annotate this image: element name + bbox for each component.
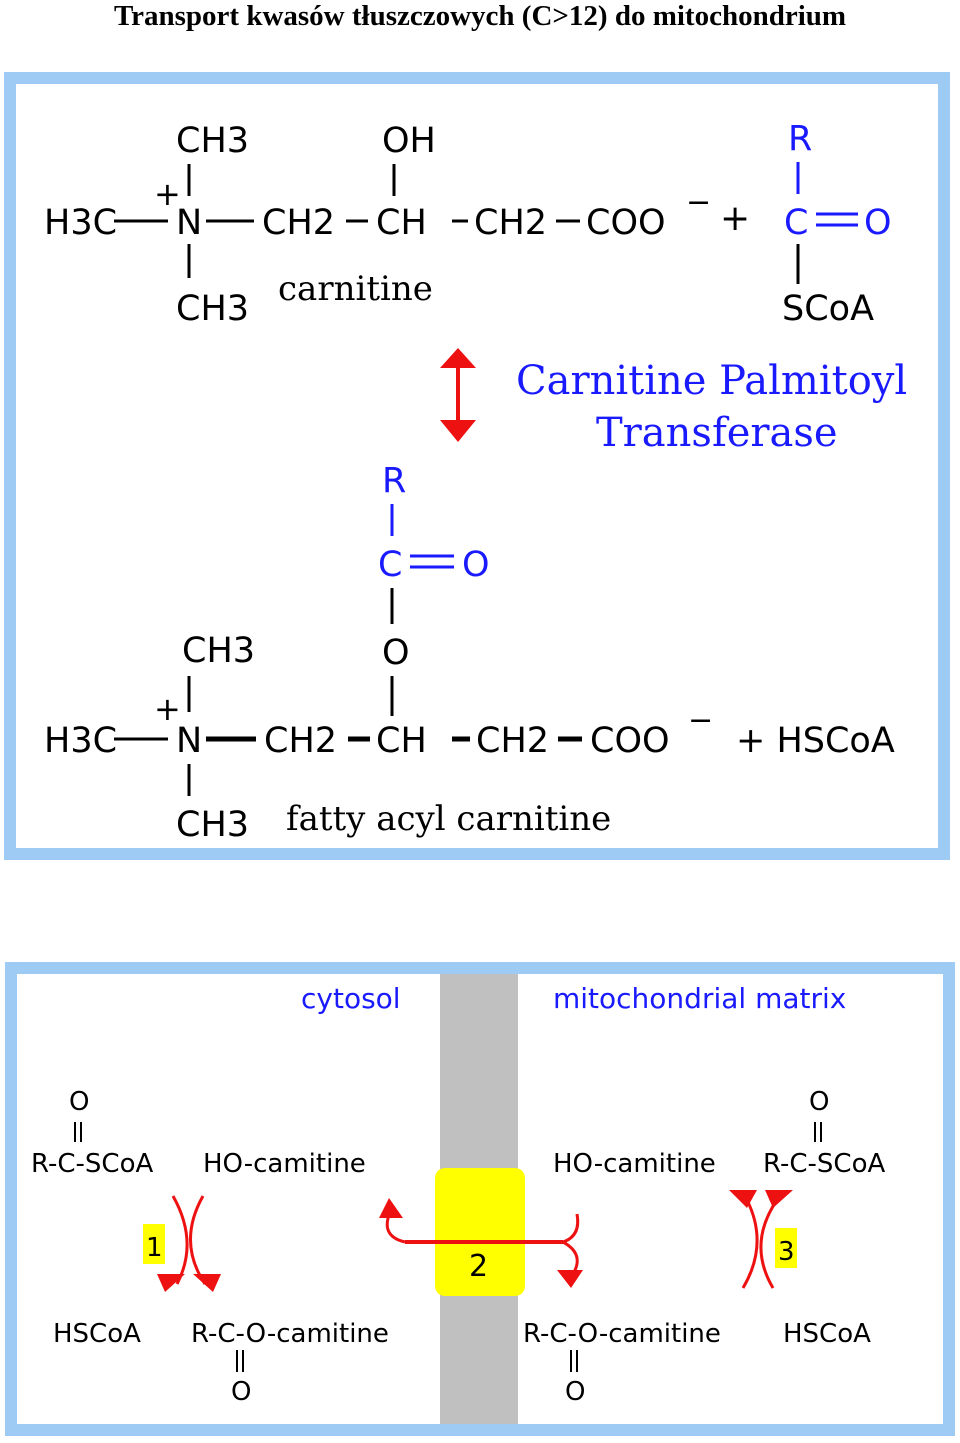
acyl-carnitine-o-double: O <box>462 545 490 585</box>
left-acyl-carnitine: R-C-O-camitine <box>191 1319 389 1349</box>
left-hscoa: HSCoA <box>53 1319 141 1349</box>
left-ho-carnitine: HO-camitine <box>203 1149 366 1179</box>
acyl-carnitine-plus: + <box>154 690 181 728</box>
acyl-coa-scoa: SCoA <box>782 289 874 329</box>
acyl-carnitine-coo: COO <box>590 721 670 761</box>
transport-panel: 2 cytosol mitochondrial matrix O R-C-SCo… <box>5 962 955 1436</box>
step-3-reaction-arrows <box>741 1199 779 1289</box>
left-acyl-coa: R-C-SCoA <box>31 1149 153 1179</box>
acyl-carnitine-o-ester: O <box>382 633 410 673</box>
right-acyl-carnitine: R-C-O-camitine <box>523 1319 721 1349</box>
acyl-carnitine-ch2-b: CH2 <box>476 721 549 761</box>
step-1-badge <box>143 1224 165 1264</box>
plus-hscoa: + HSCoA <box>736 721 895 761</box>
acyl-carnitine-ch: CH <box>376 721 427 761</box>
transport-arrow <box>379 1198 583 1288</box>
reaction-plus: + <box>720 198 750 239</box>
reaction-panel: CH3 OH + H3C N CH2 CH CH2 COO − CH3 carn… <box>4 72 950 860</box>
right-ho-carnitine: HO-camitine <box>553 1149 716 1179</box>
double-headed-arrow-icon <box>440 348 476 442</box>
acyl-carnitine-r: R <box>382 461 406 501</box>
acyl-coa-o: O <box>864 203 892 243</box>
carnitine-coo: COO <box>586 203 666 243</box>
acyl-carnitine-c: C <box>378 545 402 585</box>
carnitine-n: N <box>176 203 202 243</box>
left-acyl-carnitine-o: O <box>231 1377 251 1407</box>
carnitine-plus: + <box>154 175 181 213</box>
right-acyl-coa: R-C-SCoA <box>763 1149 885 1179</box>
step-1-reaction-arrows <box>171 1195 207 1285</box>
carnitine-ch2-a: CH2 <box>262 203 335 243</box>
acyl-carnitine-ch3-top: CH3 <box>182 631 255 671</box>
matrix-label: mitochondrial matrix <box>553 982 846 1015</box>
step-3-badge <box>775 1228 797 1268</box>
carnitine-h3c: H3C <box>44 203 117 243</box>
reaction-diagram: CH3 OH + H3C N CH2 CH CH2 COO − CH3 carn… <box>44 119 907 845</box>
page-title: Transport kwasów tłuszczowych (C>12) do … <box>113 0 847 32</box>
acyl-carnitine-h3c: H3C <box>44 721 117 761</box>
carnitine-oh: OH <box>382 121 436 161</box>
step-1-label: 1 <box>146 1233 163 1263</box>
acyl-coa-c: C <box>784 203 808 243</box>
enzyme-name-line2: Transferase <box>596 410 838 456</box>
cytosol-label: cytosol <box>301 982 401 1015</box>
carnitine-ch2-b: CH2 <box>474 203 547 243</box>
carnitine-minus: − <box>686 185 711 220</box>
step-3-label: 3 <box>778 1237 795 1267</box>
acyl-carnitine-ch2-a: CH2 <box>264 721 337 761</box>
carnitine-label: carnitine <box>278 269 433 309</box>
right-acyl-coa-o: O <box>809 1087 829 1117</box>
carnitine-ch3-top: CH3 <box>176 121 249 161</box>
carnitine-transporter <box>435 1168 525 1296</box>
right-hscoa: HSCoA <box>783 1319 871 1349</box>
step-2-label: 2 <box>469 1249 488 1284</box>
acyl-carnitine-label: fatty acyl carnitine <box>286 799 611 839</box>
acyl-carnitine-n: N <box>176 721 202 761</box>
acyl-carnitine-minus: − <box>688 703 713 738</box>
acyl-coa-r: R <box>788 119 812 159</box>
transport-diagram: 2 cytosol mitochondrial matrix O R-C-SCo… <box>31 974 885 1424</box>
carnitine-ch3-bottom: CH3 <box>176 289 249 329</box>
acyl-carnitine-ch3-bottom: CH3 <box>176 805 249 845</box>
right-acyl-carnitine-o: O <box>565 1377 585 1407</box>
left-acyl-coa-o: O <box>69 1087 89 1117</box>
enzyme-name-line1: Carnitine Palmitoyl <box>516 358 907 404</box>
carnitine-ch: CH <box>376 203 427 243</box>
